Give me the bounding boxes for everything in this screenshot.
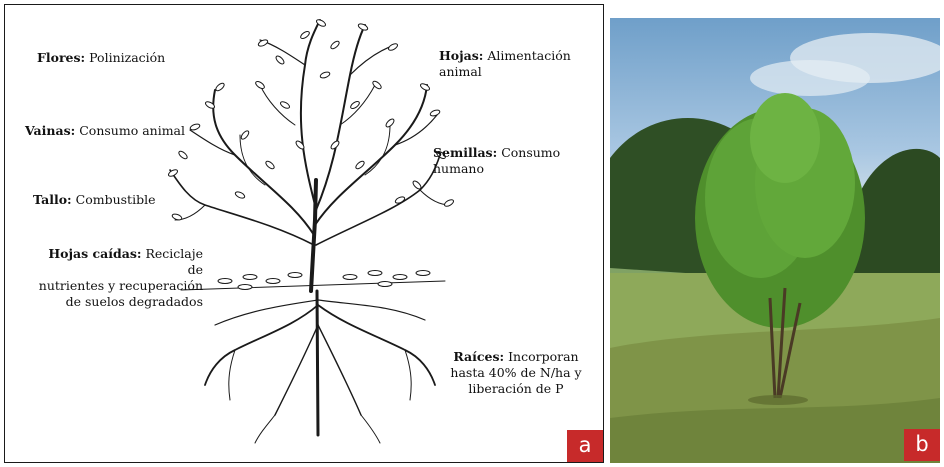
label-raices-line1: Incorporan <box>508 349 579 364</box>
label-flores-text: Polinización <box>89 50 165 65</box>
badge-a: a <box>567 430 603 462</box>
label-caidas-line2: nutrientes y recuperación <box>39 278 203 293</box>
badge-b: b <box>904 429 940 461</box>
label-raices-line2: hasta 40% de N/ha y <box>450 365 581 380</box>
label-caidas-line1: Reciclaje de <box>145 246 203 277</box>
label-raices: Raíces: Incorporan hasta 40% de N/ha y l… <box>441 349 591 397</box>
label-tallo-title: Tallo: <box>33 192 72 207</box>
label-flores: Flores: Polinización <box>37 50 165 66</box>
panel-a-illustration: Flores: Polinización Hojas: Alimentación… <box>4 4 604 463</box>
label-vainas-title: Vainas: <box>25 123 75 138</box>
label-semillas: Semillas: Consumo humano <box>433 145 603 177</box>
label-raices-title: Raíces: <box>453 349 504 364</box>
label-flores-title: Flores: <box>37 50 85 65</box>
label-hojas-title: Hojas: <box>439 48 483 63</box>
label-caidas-title: Hojas caídas: <box>48 246 141 261</box>
label-hojas-caidas: Hojas caídas: Reciclaje de nutrientes y … <box>33 246 203 310</box>
label-vainas-text: Consumo animal <box>79 123 185 138</box>
label-tallo: Tallo: Combustible <box>33 192 155 208</box>
label-hojas: Hojas: Alimentación animal <box>439 48 603 80</box>
label-raices-line3: liberación de P <box>468 381 563 396</box>
label-semillas-title: Semillas: <box>433 145 497 160</box>
label-vainas: Vainas: Consumo animal <box>25 123 185 139</box>
label-tallo-text: Combustible <box>76 192 156 207</box>
tree-photo <box>610 18 940 463</box>
label-caidas-line3: de suelos degradados <box>66 294 203 309</box>
panel-b-photo: b <box>610 18 940 463</box>
